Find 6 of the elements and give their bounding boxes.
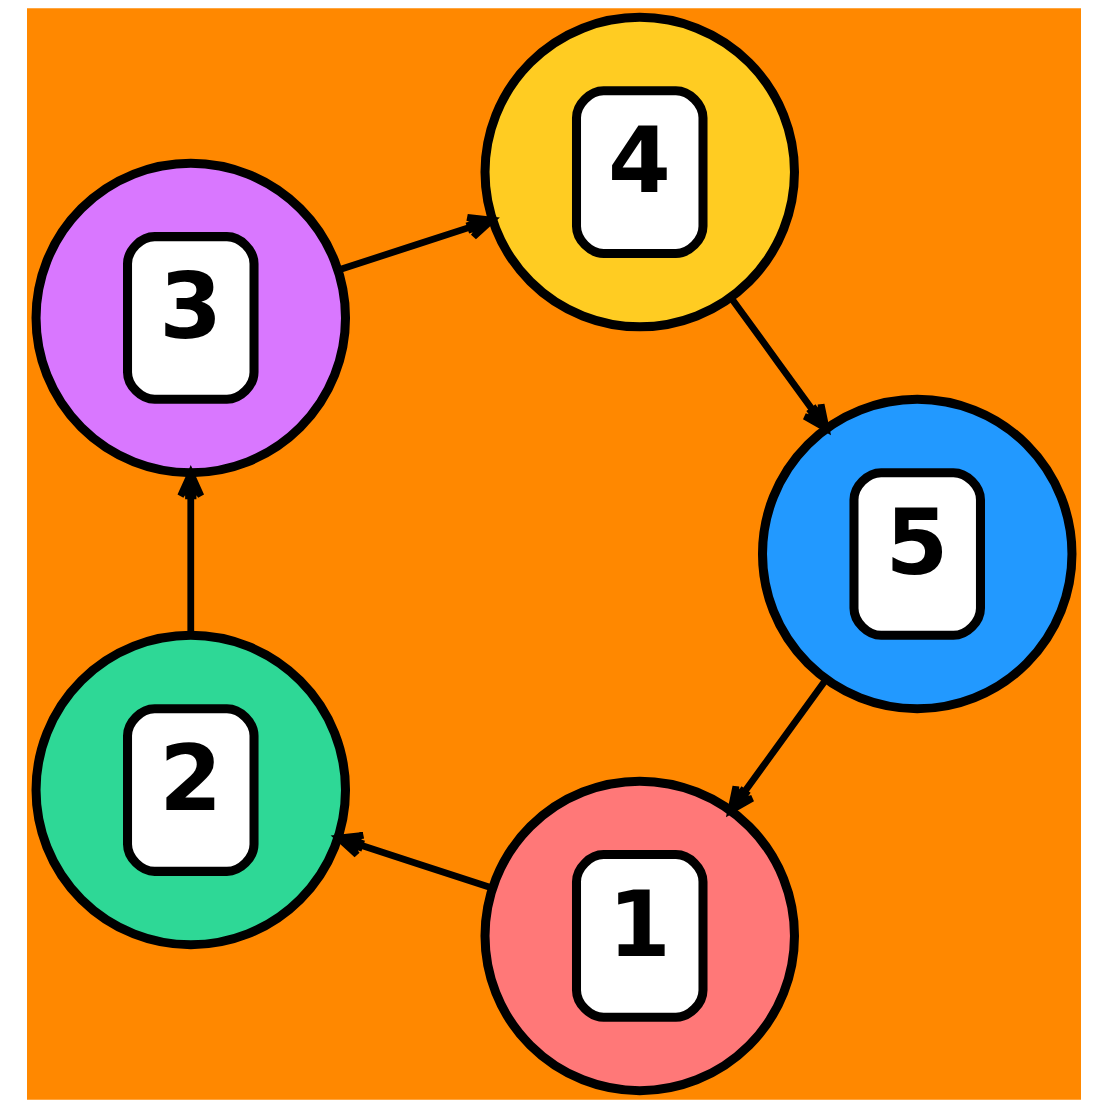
node-circle: 4 [480,12,799,332]
arrow [728,296,830,433]
node-circle: 2 [31,630,350,950]
node-circle: 5 [758,394,1077,714]
node-circle: 1 [480,776,799,1096]
node-circle: 3 [31,158,350,478]
